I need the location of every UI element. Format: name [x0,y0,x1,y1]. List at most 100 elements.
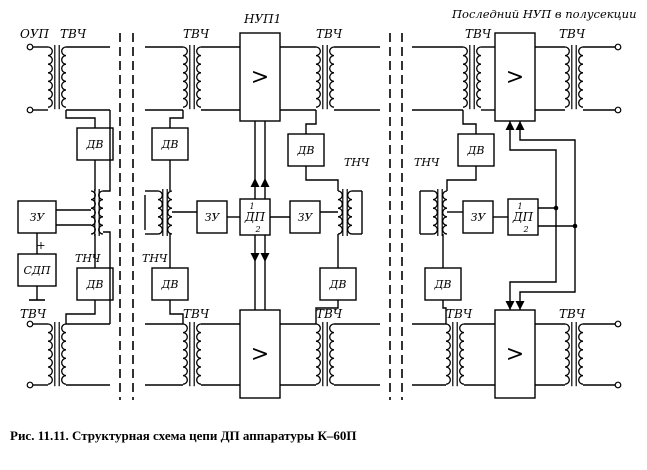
dp-last-pin2: 2 [522,225,528,234]
dv-nup1-top-label: ДВ [160,138,178,151]
terminal [614,106,622,114]
transformer-winding [337,190,343,235]
dp-last [507,198,539,236]
label-tvch-1: ТВЧ [60,27,87,41]
label-tvch-b5: ТВЧ [559,307,586,321]
dv-last-bottom-label: ДВ [433,278,451,291]
transformer-winding [462,46,468,108]
zu-oup [17,200,57,234]
dv-last-top-label: ДВ [466,144,484,157]
label-oup: ОУП [20,27,50,41]
zu-oup-label: ЗУ [30,211,46,224]
transformer-winding [578,323,584,385]
label-tnch-nup1: ТНЧ [142,252,168,265]
label-tnch-last: ТНЧ [414,156,440,169]
zu-nup1-right [289,200,321,234]
wire [65,300,96,324]
transformer-winding [564,46,570,108]
label-tvch-b2: ТВЧ [183,307,210,321]
transformer-winding [47,323,53,385]
arrow-head [250,253,260,262]
transformer-winding [445,323,451,385]
wire [509,208,557,310]
label-tvch-2: ТВЧ [183,27,210,41]
figure-caption: Рис. 11.11. Структурная схема цепи ДП ап… [10,428,357,443]
dp-last-pin1: 1 [517,202,522,211]
dp-nup1-pin2: 2 [254,225,260,234]
wire [509,121,557,208]
terminal [614,43,622,51]
transformer-winding [432,190,438,235]
zu-nup1-label: ЗУ [205,211,221,224]
arrow-head [250,178,260,187]
label-tvch-b3: ТВЧ [316,307,343,321]
amplifier-nup1-top-symbol: > [251,65,269,90]
transformer-winding [476,46,482,108]
label-tvch-b4: ТВЧ [446,307,473,321]
amplifier-nup1-bottom [239,309,281,399]
label-tnch-oup: ТНЧ [75,252,101,265]
arrow-head [505,121,515,130]
transformer-winding [329,46,335,108]
arrow-head [505,301,515,310]
label-tvch-5: ТВЧ [559,27,586,41]
transformer-winding [315,323,321,385]
dv-last-top [457,133,495,167]
amplifier-last-nup-top [494,32,536,122]
transformer-winding [564,323,570,385]
transformer-winding [196,323,202,385]
terminal [26,320,34,328]
terminal [26,43,34,51]
arrow-head [260,253,270,262]
zu-last-label: ЗУ [471,211,487,224]
wire [65,110,96,128]
amplifier-nup1-top [239,32,281,122]
label-tnch-nup1-right: ТНЧ [344,156,370,169]
dv-oup-top-label: ДВ [85,138,103,151]
transformer-winding [578,46,584,108]
amplifier-last-nup-bottom-symbol: > [506,342,524,367]
label-tvch-b1: ТВЧ [20,307,47,321]
sdp-plus: + [36,239,45,252]
zu-last [462,200,494,234]
transformer-winding [196,46,202,108]
transformer-winding [157,190,163,235]
dp-last-label: ДП [512,210,534,224]
dp-nup1 [239,198,271,236]
wire [103,231,111,324]
sdp-oup-label: СДП [24,264,51,277]
dv-nup1-bottom-label: ДВ [160,278,178,291]
label-nup1: НУП1 [243,12,281,26]
transformer-winding [182,46,188,108]
terminal [614,320,622,328]
amplifier-nup1-bottom-symbol: > [251,342,269,367]
zu-nup1-right-label: ЗУ [298,211,314,224]
wire [519,226,576,310]
arrow-head [260,178,270,187]
terminal [26,381,34,389]
dp-nup1-pin1: 1 [249,202,254,211]
wire [169,300,184,324]
label-last-nup: Последний НУП в полусекции [451,7,637,21]
transformer-winding [347,190,353,235]
amplifier-last-nup-bottom [494,309,536,399]
transformer-winding [459,323,465,385]
transformer-winding [442,190,448,235]
terminal [26,106,34,114]
transformer-winding [61,323,67,385]
dv-oup-bottom-label: ДВ [85,278,103,291]
dv-nup1-top [151,127,189,161]
arrow-head [515,301,525,310]
transformer-winding [47,46,53,108]
sdp-oup [17,253,57,287]
label-tvch-3: ТВЧ [316,27,343,41]
arrow-head [515,121,525,130]
dv-nup1-right-bottom-label: ДВ [328,278,346,291]
transformer-winding [315,46,321,108]
wire [315,300,339,324]
dv-nup1-right-top-label: ДВ [296,144,314,157]
wire [519,121,576,226]
dp-nup1-label: ДП [244,210,266,224]
transformer-winding [329,323,335,385]
